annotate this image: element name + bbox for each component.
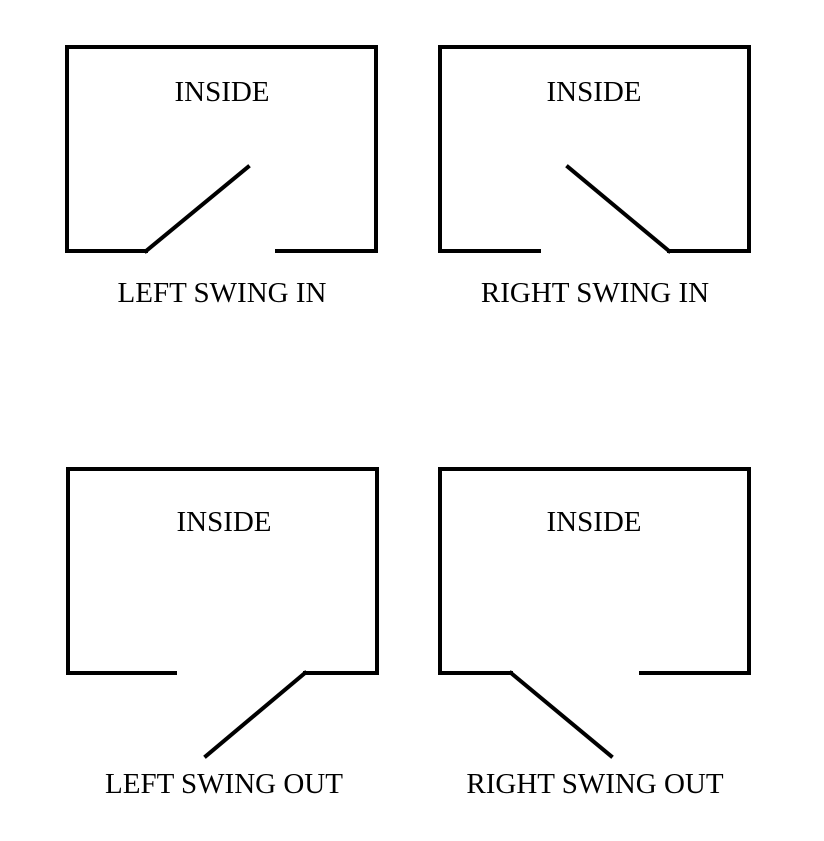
- door-leaf: [203, 670, 308, 759]
- room-wall: [438, 45, 751, 253]
- door-leaf: [508, 670, 614, 759]
- inside-label: INSIDE: [174, 76, 269, 108]
- diagram-caption: RIGHT SWING IN: [481, 277, 709, 309]
- inside-label: INSIDE: [546, 506, 641, 538]
- room-wall: [65, 45, 378, 253]
- door-leaf: [565, 164, 672, 254]
- inside-label: INSIDE: [546, 76, 641, 108]
- diagram-caption: RIGHT SWING OUT: [466, 768, 724, 800]
- diagram-caption: LEFT SWING IN: [118, 277, 327, 309]
- right-swing-out-diagram: INSIDE RIGHT SWING OUT: [438, 467, 751, 800]
- left-swing-out-diagram: INSIDE LEFT SWING OUT: [66, 467, 379, 800]
- inside-label: INSIDE: [176, 506, 271, 538]
- right-swing-in-diagram: INSIDE RIGHT SWING IN: [438, 45, 751, 309]
- left-swing-in-diagram: INSIDE LEFT SWING IN: [65, 45, 378, 309]
- room-wall: [66, 467, 379, 675]
- room-wall: [438, 467, 751, 675]
- diagram-caption: LEFT SWING OUT: [105, 768, 343, 800]
- door-leaf: [143, 164, 251, 254]
